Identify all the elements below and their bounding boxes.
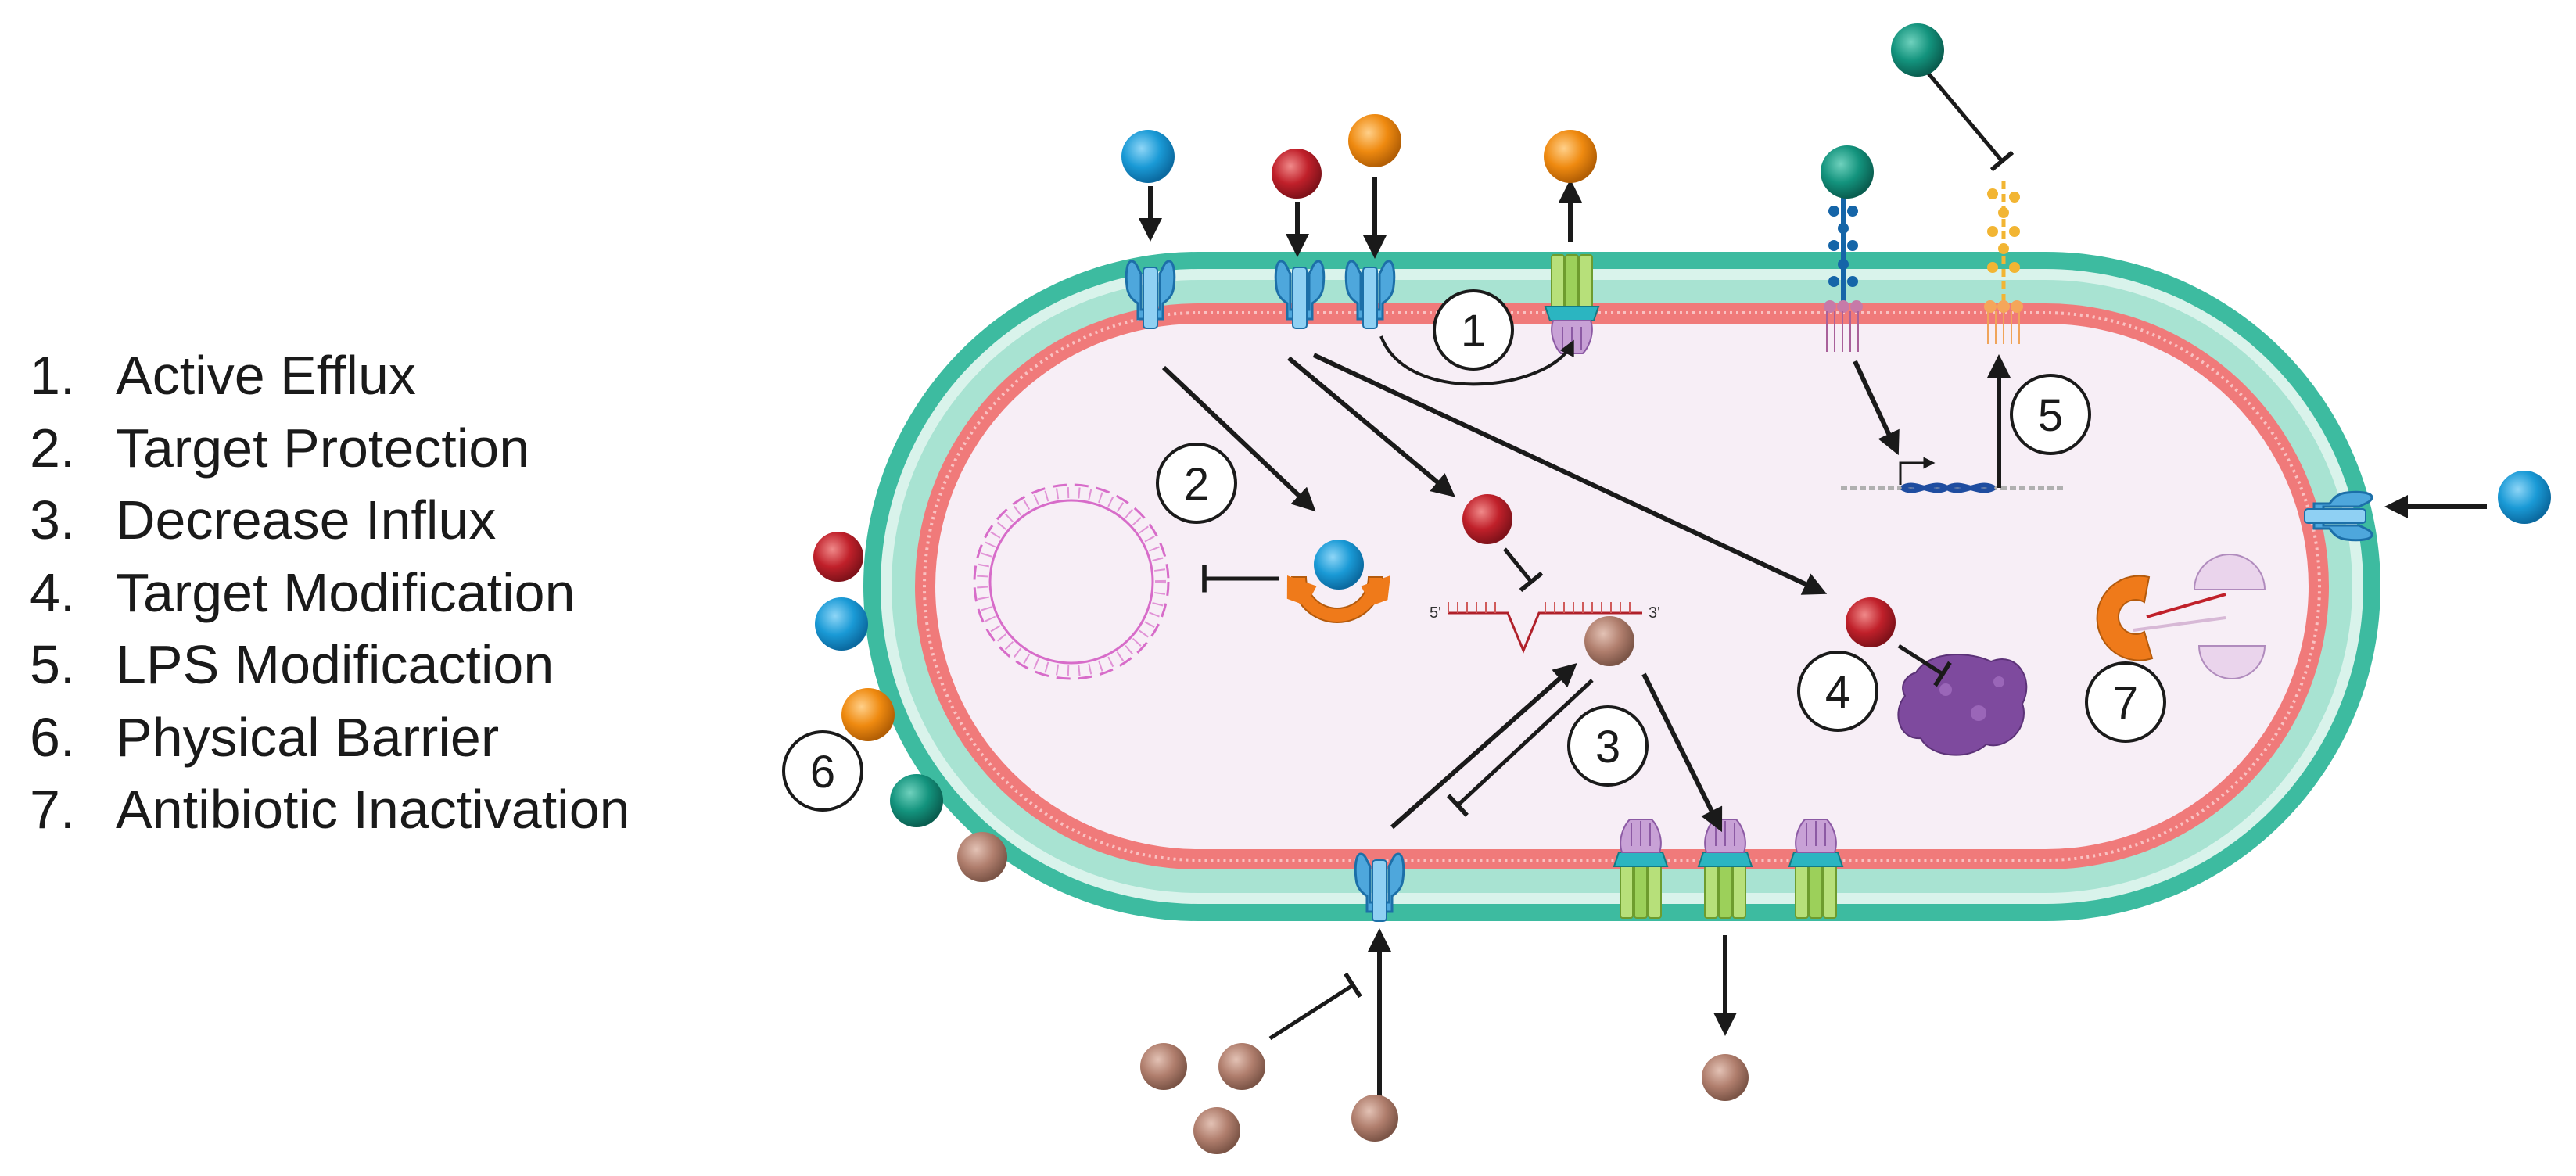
antibiotic-tan: [1193, 1107, 1240, 1154]
legend-item-antibiotic-inactivation: 7. Antibiotic Inactivation: [30, 778, 780, 851]
antibiotic-red: [1272, 149, 1322, 199]
inhibit-teal-lps: [1927, 72, 2015, 172]
antibiotic-orange: [841, 688, 895, 741]
legend-number: 6.: [30, 706, 76, 768]
legend-number: 3.: [30, 489, 76, 550]
cell-envelope: [863, 252, 2380, 921]
lps-blue: [1824, 197, 1863, 352]
badge-3: 3: [1567, 705, 1649, 787]
badge-number: 3: [1595, 722, 1620, 773]
mechanism-badges: 1 2 3 4 5 6 7: [782, 289, 2166, 812]
arrow-efflux-curve: [1379, 335, 1574, 386]
arrow-to-protection: [1161, 365, 1316, 512]
legend-label: Target Protection: [116, 417, 530, 479]
antibiotic-teal: [1821, 145, 1874, 199]
badge-7: 7: [2085, 662, 2166, 743]
inhibit-rrna: [1503, 547, 1544, 593]
five-prime-label: 5': [1430, 604, 1441, 622]
antibiotic-blue: [1121, 130, 1175, 183]
badge-number: 2: [1184, 459, 1209, 510]
arrow-influx-diag: [1390, 663, 1577, 830]
antibiotic-blue: [815, 597, 868, 651]
antibiotic-teal: [890, 774, 943, 827]
antibiotic-blue: [2498, 471, 2551, 524]
antibiotic-orange: [1544, 130, 1597, 183]
badge-number: 5: [2038, 390, 2063, 441]
legend-item-target-protection: 2. Target Protection: [30, 417, 780, 489]
inhibit-influx: [1447, 679, 1594, 817]
legend-label: Decrease Influx: [116, 489, 497, 550]
antibiotic-red: [1846, 597, 1896, 647]
antibiotic-tan: [1140, 1043, 1187, 1090]
efflux-pump: [1613, 819, 1668, 919]
legend-label: Physical Barrier: [116, 706, 500, 768]
plasmid-strand-a: [988, 499, 1154, 665]
badge-5: 5: [2010, 374, 2091, 455]
efflux-pump: [1545, 254, 1599, 354]
arrow-to-rrna: [1287, 356, 1455, 497]
badge-6: 6: [782, 730, 863, 812]
arrow-efflux-tan: [1641, 672, 1723, 833]
antibiotic-tan: [1351, 1095, 1398, 1142]
antibiotic-red: [1462, 494, 1512, 544]
modified-target-protein: [1897, 654, 2028, 756]
badge-number: 7: [2113, 678, 2138, 729]
arrow-lps-signal: [1853, 360, 1900, 456]
dna-plasmid: [973, 483, 1170, 680]
antibiotic-tan: [1218, 1043, 1265, 1090]
mechanism-legend: 1. Active Efflux 2. Target Protection 3. De…: [30, 344, 780, 851]
badge-4: 4: [1797, 651, 1878, 732]
inhibit-porin: [1268, 972, 1362, 1041]
antibiotic-orange: [1348, 114, 1401, 167]
antibiotic-tan: [957, 832, 1007, 882]
rrna-target: 5' 3': [1430, 602, 1660, 654]
badge-number: 1: [1461, 306, 1486, 357]
antibiotic-red: [813, 532, 863, 582]
legend-label: Antibiotic Inactivation: [116, 779, 630, 840]
legend-item-physical-barrier: 6. Physical Barrier: [30, 706, 780, 779]
promoter-gene: [1841, 457, 2066, 493]
legend-number: 2.: [30, 417, 76, 479]
inhibit-target: [1897, 644, 1952, 687]
efflux-pump: [1698, 819, 1753, 919]
plasmid-strand-b: [973, 483, 1170, 680]
lps-molecules: [1824, 181, 2023, 352]
legend-label: Target Modification: [116, 561, 576, 623]
legend-number: 7.: [30, 779, 76, 840]
efflux-pump: [1788, 819, 1843, 919]
legend-number: 1.: [30, 345, 76, 406]
arrow-to-target: [1312, 353, 1828, 595]
inactivating-enzyme: [2096, 554, 2266, 679]
badge-2: 2: [1156, 443, 1237, 524]
three-prime-label: 3': [1649, 604, 1660, 622]
antibiotic-tan: [1702, 1054, 1749, 1101]
badge-number: 4: [1825, 667, 1850, 718]
antibiotic-molecules: [813, 23, 2551, 1154]
legend-item-target-modification: 4. Target Modification: [30, 561, 780, 634]
antibiotic-teal: [1891, 23, 1944, 77]
inner-membrane-stripe: [923, 311, 2321, 862]
target-protection-protein: [1286, 575, 1391, 623]
legend-item-lps-modification: 5. LPS Modificaction: [30, 633, 780, 706]
inhibition-arrows: [1202, 72, 2015, 1041]
antibiotic-blue: [1314, 540, 1364, 590]
legend-number: 4.: [30, 561, 76, 623]
antibiotic-tan: [1584, 616, 1634, 666]
lps-modified-orange: [1984, 181, 2023, 344]
badge-1: 1: [1433, 289, 1514, 371]
legend-label: Active Efflux: [116, 345, 416, 406]
legend-item-decrease-influx: 3. Decrease Influx: [30, 489, 780, 561]
legend-number: 5.: [30, 634, 76, 695]
legend-item-active-efflux: 1. Active Efflux: [30, 344, 780, 417]
pathway-arrows: [1139, 177, 2487, 1109]
legend-label: LPS Modificaction: [116, 634, 554, 695]
badge-number: 6: [810, 747, 835, 798]
plasmid-rungs: [977, 487, 1166, 676]
